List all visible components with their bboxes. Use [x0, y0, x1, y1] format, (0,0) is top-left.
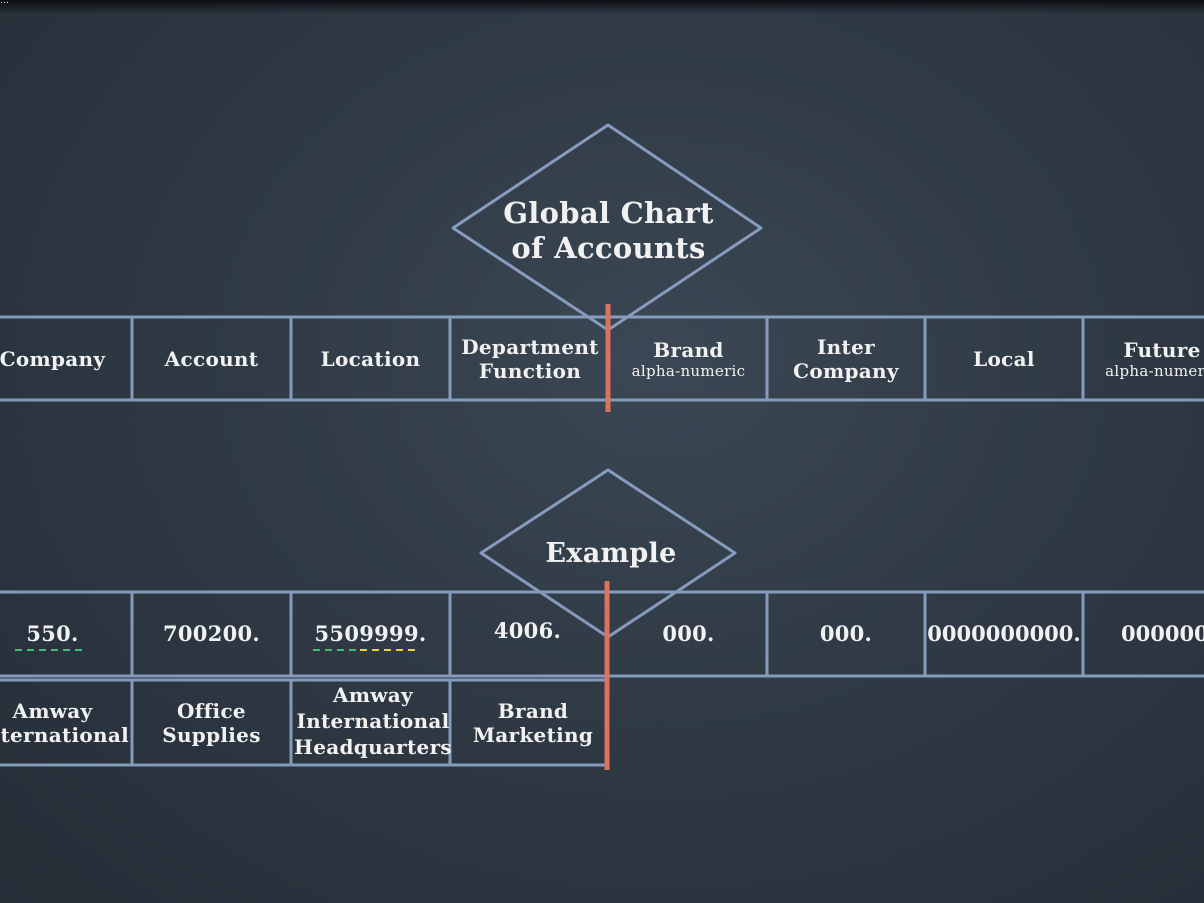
description-account: Office Supplies: [132, 682, 291, 764]
description-text: Brand Marketing: [472, 699, 594, 747]
segment-sublabel: alpha-numeric: [1105, 362, 1204, 380]
example-label: Example: [520, 535, 702, 573]
example-value-inter-company: 000.: [767, 595, 925, 673]
segment-account: Account: [132, 320, 291, 398]
example-value: 550.: [26, 621, 79, 647]
example-value: 000.: [819, 621, 873, 647]
segment-label: Company: [0, 347, 106, 371]
segment-inter-company: Inter Company: [767, 320, 925, 398]
top-bar-text: …: [0, 0, 9, 6]
description-department: Brand Marketing: [450, 682, 616, 764]
description-company: Amway International: [0, 682, 135, 764]
diagram-title: Global Chart of Accounts: [470, 193, 747, 269]
segment-sublabel: alpha-numeric: [631, 362, 746, 380]
segment-location: Location: [291, 320, 450, 398]
segment-future: Future alpha-numeric: [1083, 320, 1204, 398]
example-value: 000.: [662, 621, 715, 647]
example-value: 0000000000.: [927, 621, 1081, 647]
segment-label: Brand: [653, 338, 724, 362]
description-text: Amway International Headquarters: [294, 683, 452, 759]
example-value: 700200.: [162, 621, 261, 647]
segment-brand: Brand alpha-numeric: [610, 320, 767, 398]
segment-label: Account: [164, 347, 259, 371]
example-value-department: 4006.: [450, 595, 605, 667]
segment-company: Company: [0, 320, 135, 398]
example-value: 5509999.: [314, 621, 427, 647]
description-text: Office Supplies: [162, 699, 261, 747]
example-value-local: 0000000000.: [925, 595, 1083, 673]
segment-label: Location: [320, 347, 421, 371]
title-line-1: Global Chart: [503, 196, 714, 231]
example-value-account: 700200.: [132, 595, 291, 673]
example-value-company: 550.: [0, 595, 135, 673]
example-value-future: 0000000000.: [1083, 595, 1204, 673]
title-line-2: of Accounts: [511, 231, 706, 265]
segment-label: Local: [973, 347, 1035, 371]
example-value: 0000000000.: [1121, 621, 1204, 647]
description-location: Amway International Headquarters: [291, 680, 455, 762]
segment-local: Local: [925, 320, 1083, 398]
example-value-brand: 000.: [610, 595, 767, 673]
segment-label: Department Function: [461, 335, 599, 383]
description-text: Amway International: [0, 699, 130, 747]
example-value-location: 5509999.: [291, 595, 450, 673]
segment-label: Future: [1123, 338, 1201, 362]
segment-department-function: Department Function: [450, 320, 610, 398]
top-bar: …: [0, 0, 1204, 14]
example-label-text: Example: [545, 537, 677, 569]
example-value: 4006.: [493, 618, 562, 644]
segment-label: Inter Company: [793, 335, 899, 383]
